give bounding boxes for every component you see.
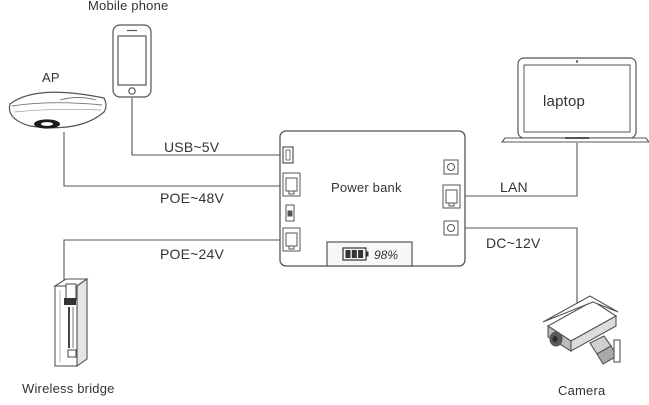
dc12-line: [465, 227, 578, 305]
laptop-label: laptop: [543, 93, 586, 110]
poe48-port-icon: [282, 172, 301, 197]
usb-line: [131, 98, 280, 156]
ap-icon: [8, 91, 107, 129]
connection-lines: [63, 98, 578, 305]
poe24-port-icon: [282, 227, 301, 252]
dc-port-top-icon: [443, 159, 459, 175]
battery-cell: [351, 250, 357, 258]
mobile-phone-label: Mobile phone: [88, 0, 169, 13]
power-bank-icon: 98%: [279, 130, 466, 267]
battery-cells: [345, 250, 364, 258]
camera-icon: [542, 295, 621, 365]
mobile-phone-icon: [112, 24, 152, 98]
lan-label: LAN: [500, 179, 528, 195]
battery-display: 98%: [326, 241, 413, 267]
wireless-bridge-icon: [53, 277, 89, 368]
poe24-line: [63, 239, 280, 283]
lan-line: [465, 143, 578, 197]
dc12-port-icon: [443, 220, 459, 236]
laptop-icon: [500, 57, 649, 143]
dc-12v-label: DC~12V: [486, 235, 541, 251]
battery-cell: [358, 250, 364, 258]
battery-cell: [345, 250, 351, 258]
poe-48v-label: POE~48V: [160, 190, 225, 206]
usb-5v-label: USB~5V: [164, 139, 220, 155]
poe-24v-label: POE~24V: [160, 246, 225, 262]
power-bank-label: Power bank: [331, 180, 402, 195]
usb-port-icon: [282, 146, 294, 164]
camera-label: Camera: [558, 383, 606, 398]
switch-icon: [285, 204, 295, 222]
wireless-bridge-label: Wireless bridge: [22, 381, 115, 396]
ap-label: AP: [42, 70, 60, 85]
poe48-line: [63, 132, 280, 187]
lan-port-icon: [442, 184, 461, 209]
battery-percentage: 98%: [374, 248, 398, 262]
